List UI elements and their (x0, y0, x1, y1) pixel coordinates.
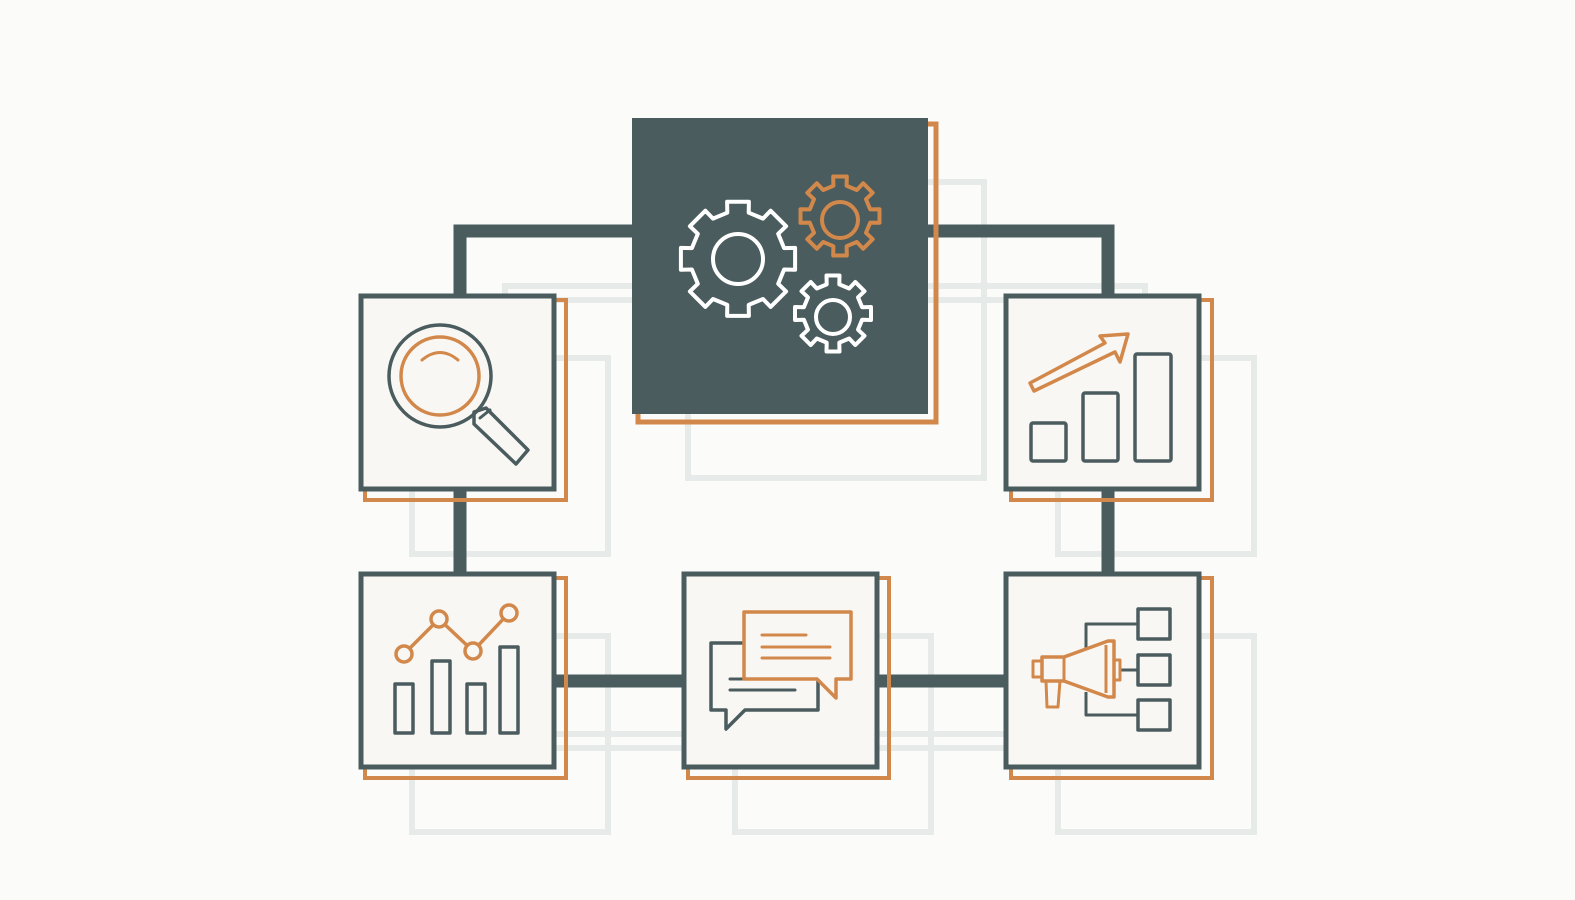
node-bottom-left (358, 571, 568, 780)
analytics-chart-icon (393, 603, 520, 735)
node-top-left (358, 293, 568, 502)
node-bottom-right (1003, 571, 1214, 780)
connector-center-top-right (928, 224, 1115, 297)
gears-icon (678, 174, 882, 354)
node-bottom-center (681, 571, 891, 780)
node-center (632, 118, 939, 425)
node-top-right (1003, 293, 1214, 502)
growth-chart-arrow-icon (1028, 332, 1173, 463)
chat-bubbles-icon (709, 610, 853, 731)
connector-center-top-left (453, 224, 633, 297)
megaphone-hierarchy-icon (1031, 607, 1172, 732)
connectors (453, 224, 1115, 688)
magnifying-glass-icon (387, 323, 530, 466)
